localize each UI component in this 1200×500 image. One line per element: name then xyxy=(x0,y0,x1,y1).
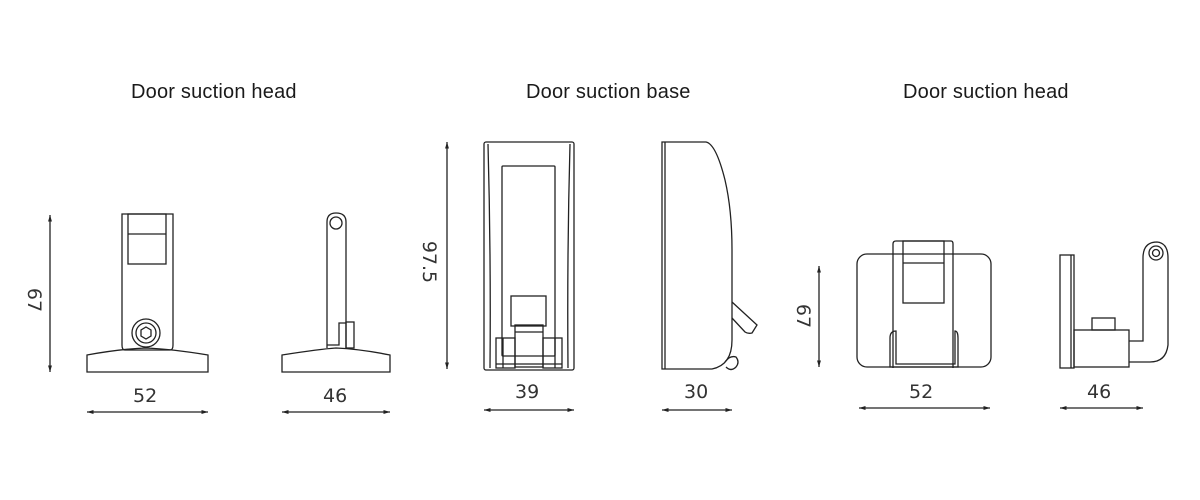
center-base-front-view xyxy=(445,141,575,371)
title-door-suction-head-left: Door suction head xyxy=(131,81,297,103)
title-door-suction-head-right: Door suction head xyxy=(903,81,1069,103)
right-front-width-label: 52 xyxy=(909,381,933,403)
right-head-front-view xyxy=(817,240,992,368)
left-front-width-label: 52 xyxy=(133,385,157,407)
right-side-width-label: 46 xyxy=(1087,381,1111,403)
right-height-label: 67 xyxy=(792,304,814,328)
left-head-front-view xyxy=(48,213,209,373)
left-head-side-view xyxy=(281,212,391,373)
title-door-suction-base: Door suction base xyxy=(526,81,691,103)
center-base-side-view xyxy=(661,141,758,371)
left-height-label: 67 xyxy=(23,288,45,312)
center-height-label: 97.5 xyxy=(418,241,440,283)
right-head-side-view xyxy=(1059,241,1169,369)
left-side-width-label: 46 xyxy=(323,385,347,407)
center-side-width-label: 30 xyxy=(684,381,708,403)
center-front-width-label: 39 xyxy=(515,381,539,403)
